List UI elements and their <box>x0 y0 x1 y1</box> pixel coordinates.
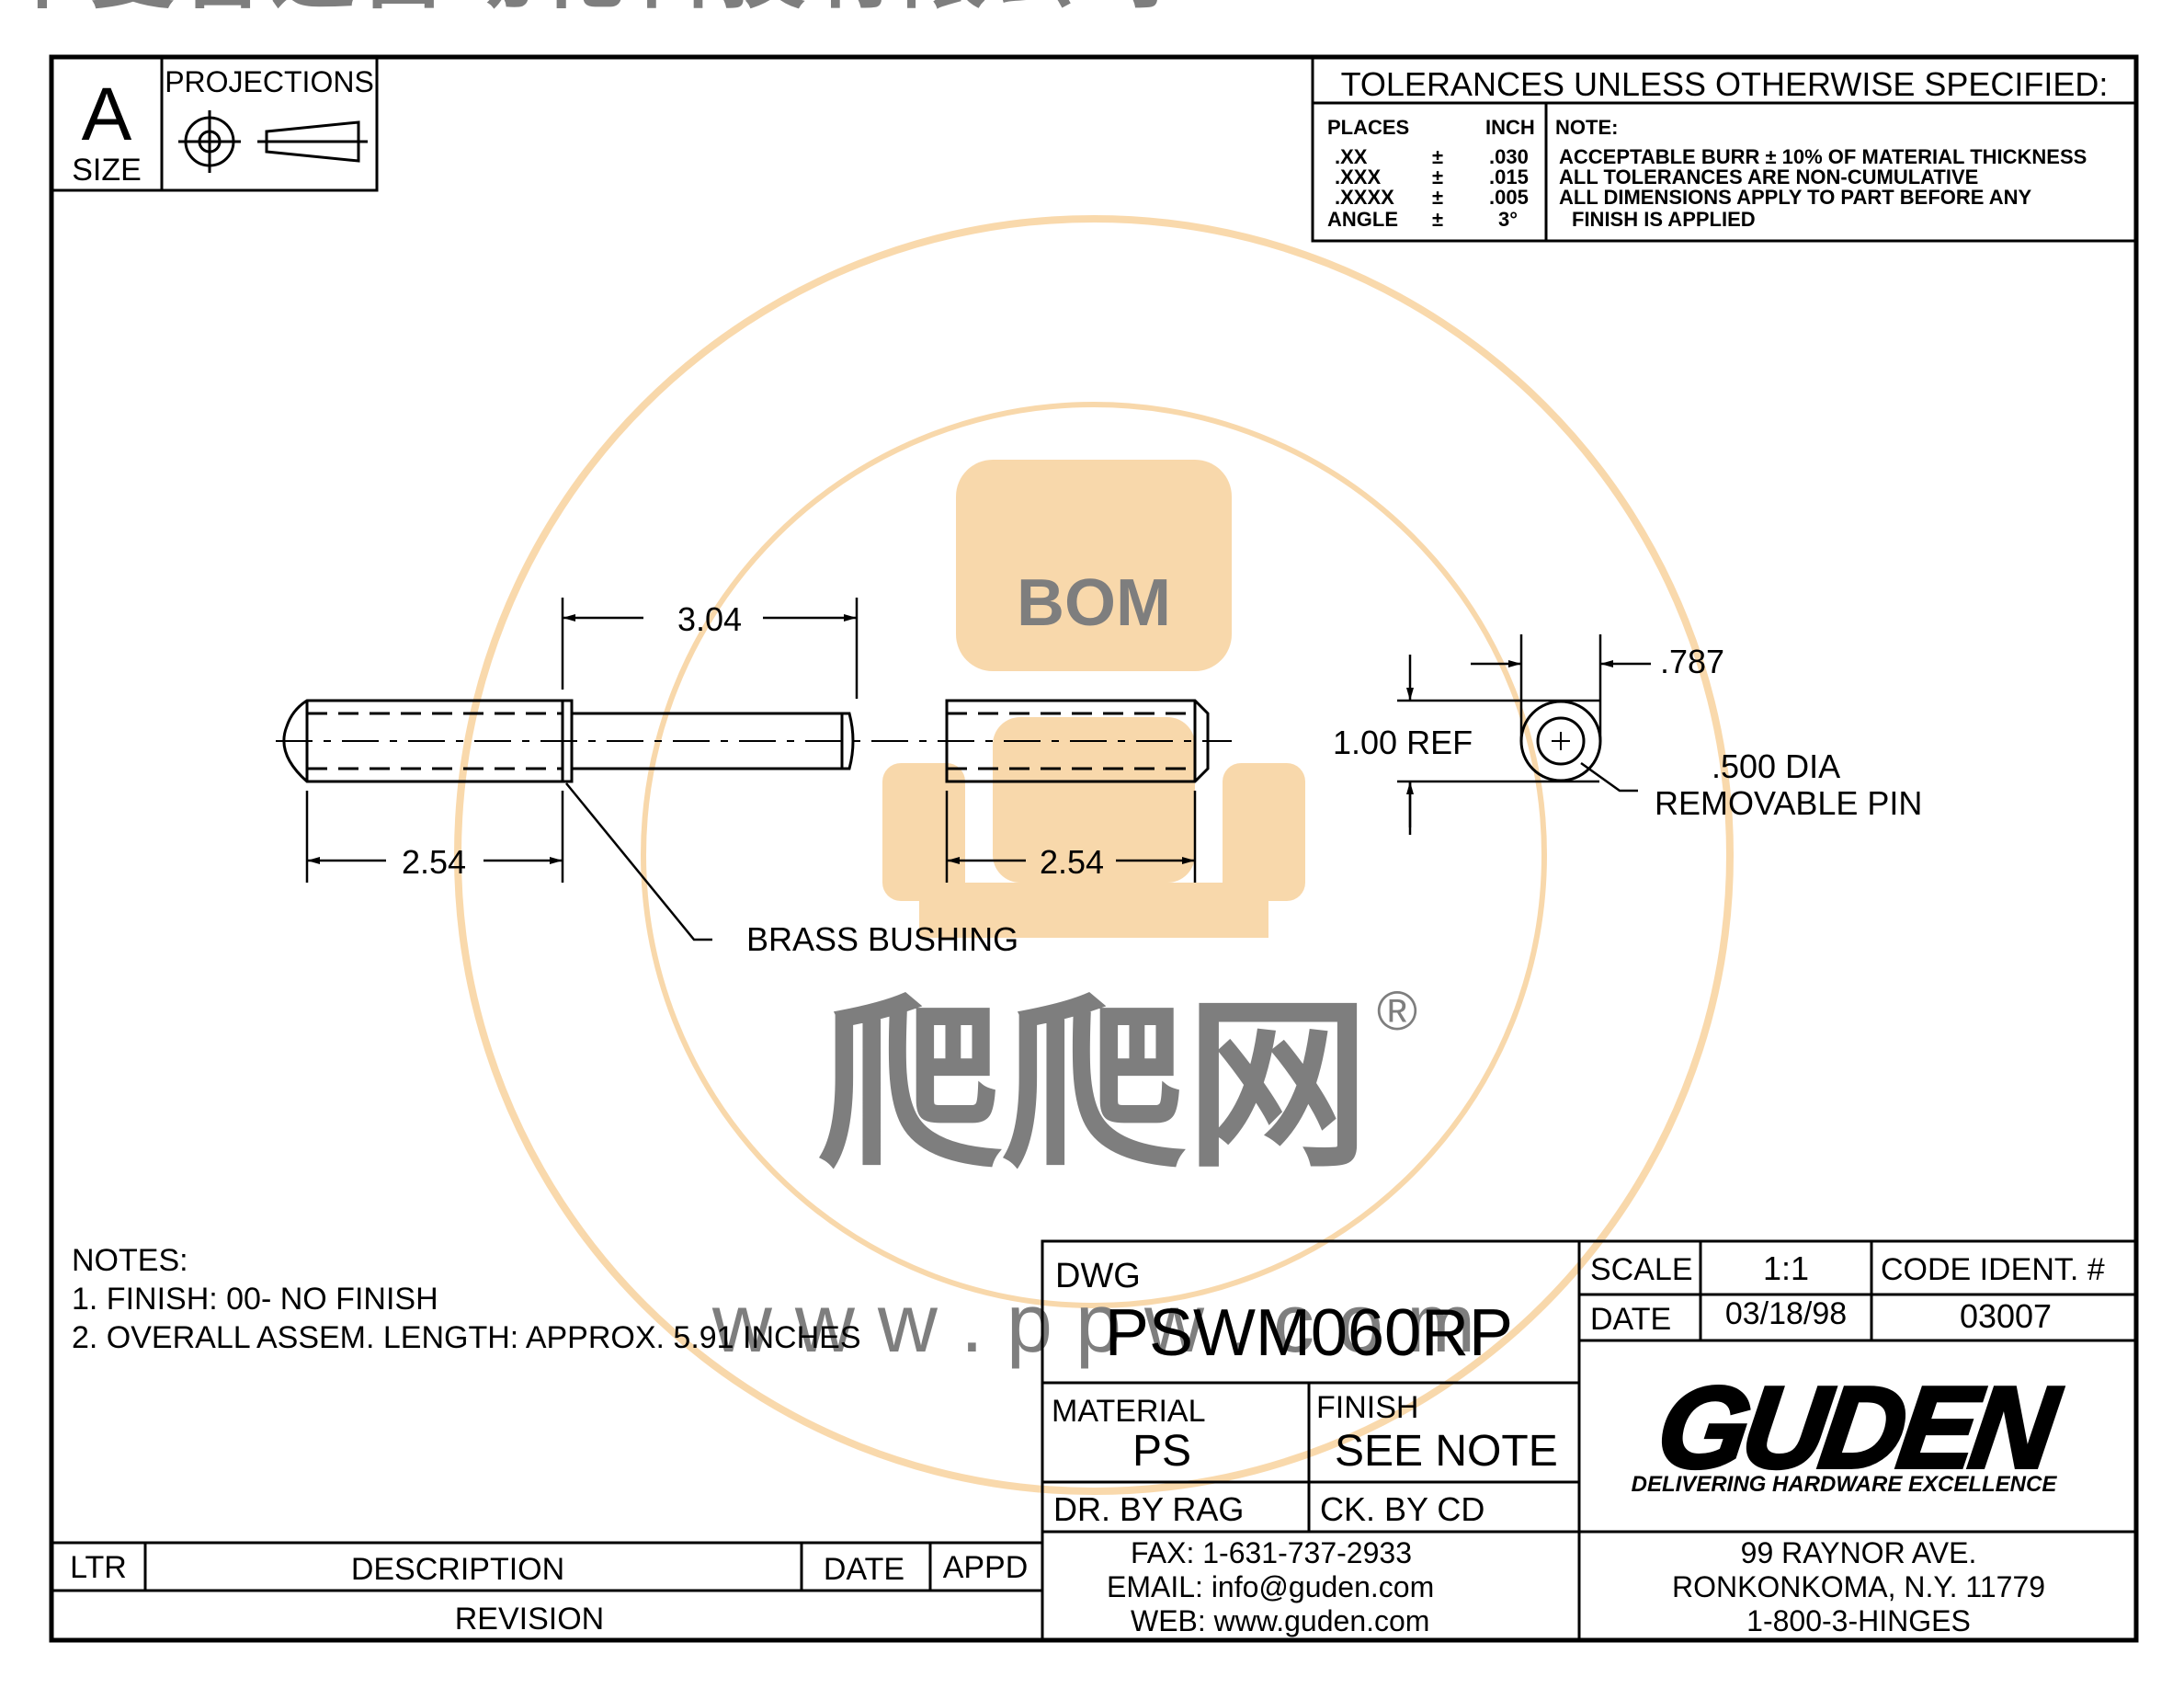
revision-ltr-header: LTR <box>70 1550 127 1585</box>
tol-note: ALL TOLERANCES ARE NON-CUMULATIVE <box>1559 165 1978 188</box>
left-length-dimension: 2.54 <box>402 843 466 881</box>
material-label: MATERIAL <box>1052 1394 1206 1429</box>
tol-value: .030 <box>1489 145 1529 168</box>
tol-note: ACCEPTABLE BURR ± 10% OF MATERIAL THICKN… <box>1559 145 2087 168</box>
pin-diameter-label: .500 DIA <box>1712 747 1840 785</box>
revision-appd-header: APPD <box>943 1550 1029 1585</box>
checked-by: CK. BY CD <box>1320 1490 1484 1528</box>
right-length-dimension: 2.54 <box>1040 843 1104 881</box>
address-line: RONKONKOMA, N.Y. 11779 <box>1672 1570 2045 1603</box>
dwg-label: DWG <box>1055 1257 1141 1295</box>
dwg-number: PSWM060RP <box>1105 1296 1513 1370</box>
watermark-bom: BOM <box>1017 566 1171 640</box>
size-block: A SIZE PROJECTIONS <box>50 55 379 192</box>
tol-value: .005 <box>1489 186 1529 209</box>
address-line: 99 RAYNOR AVE. <box>1741 1536 1977 1569</box>
title-block <box>1041 1239 2138 1642</box>
finish-label: FINISH <box>1316 1390 1418 1425</box>
tolerances-title: TOLERANCES UNLESS OTHERWISE SPECIFIED: <box>1341 65 2109 103</box>
watermark-company: 华曼智造自动化科技有限公司 <box>0 0 1171 18</box>
tol-pm: ± <box>1432 145 1443 168</box>
tol-note: FINISH IS APPLIED <box>1572 208 1756 231</box>
watermark-url: w w w . p p w . c o m <box>711 1278 1475 1370</box>
tolerances-block: TOLERANCES UNLESS OTHERWISE SPECIFIED: P… <box>1311 55 2138 243</box>
bom-robot-icon <box>882 460 1305 938</box>
third-angle-projection-icon <box>178 110 368 173</box>
part-end-view <box>1397 634 1651 835</box>
revision-block <box>50 1541 1044 1642</box>
notes-title: NOTES: <box>72 1243 188 1278</box>
ref-height-dimension: 1.00 REF <box>1333 724 1473 761</box>
note-item: 1. FINISH: 00- NO FINISH <box>72 1282 438 1317</box>
dimension-lines <box>305 598 1197 941</box>
tol-places: ANGLE <box>1327 208 1398 231</box>
code-ident-value: 03007 <box>1960 1297 2052 1335</box>
brass-bushing-callout: BRASS BUSHING <box>746 920 1018 958</box>
tol-value: 3° <box>1498 208 1518 231</box>
tol-note: ALL DIMENSIONS APPLY TO PART BEFORE ANY <box>1559 186 2032 209</box>
scale-value: 1:1 <box>1763 1249 1809 1287</box>
phone-line: 1-800-3-HINGES <box>1746 1604 1971 1637</box>
projections-label: PROJECTIONS <box>165 65 374 98</box>
tol-value: .015 <box>1489 165 1529 188</box>
watermark-brand: 爬爬网 <box>818 984 1370 1189</box>
tol-places: .XX <box>1335 145 1368 168</box>
guden-logo: GUDEN DELIVERING HARDWARE EXCELLENCE <box>1632 1361 2069 1497</box>
note-item: 2. OVERALL ASSEM. LENGTH: APPROX. 5.91 I… <box>72 1320 861 1355</box>
date-label: DATE <box>1590 1302 1671 1337</box>
watermark-registered: ® <box>1377 980 1417 1042</box>
size-letter: A <box>82 73 132 156</box>
note-header: NOTE: <box>1555 116 1618 139</box>
tol-places: .XXX <box>1335 165 1381 188</box>
fax-line: FAX: 1-631-737-2933 <box>1131 1536 1412 1569</box>
date-value: 03/18/98 <box>1725 1296 1847 1331</box>
revision-date-header: DATE <box>824 1552 904 1587</box>
end-width-dimension: .787 <box>1660 643 1724 680</box>
size-label: SIZE <box>72 153 142 188</box>
tol-pm: ± <box>1432 165 1443 188</box>
material-value: PS <box>1132 1427 1191 1476</box>
code-ident-label: CODE IDENT. # <box>1881 1252 2105 1287</box>
drawn-by: DR. BY RAG <box>1053 1490 1244 1528</box>
places-header: PLACES <box>1327 116 1409 139</box>
inch-header: INCH <box>1485 116 1535 139</box>
revision-description-header: DESCRIPTION <box>351 1552 564 1587</box>
guden-tagline: DELIVERING HARDWARE EXCELLENCE <box>1632 1472 2058 1497</box>
notes-block: NOTES: 1. FINISH: 00- NO FINISH 2. OVERA… <box>72 1243 861 1355</box>
guden-wordmark: GUDEN <box>1650 1363 2066 1492</box>
tol-pm: ± <box>1432 208 1443 231</box>
part-side-view <box>276 699 1232 783</box>
web-line: WEB: www.guden.com <box>1131 1604 1429 1637</box>
tol-places: .XXXX <box>1335 186 1394 209</box>
finish-value: SEE NOTE <box>1335 1427 1558 1476</box>
tol-pm: ± <box>1432 186 1443 209</box>
watermark: 华曼智造自动化科技有限公司 BOM 爬爬网 ® w w w . p p w . … <box>0 0 1734 1495</box>
revision-footer: REVISION <box>455 1602 604 1637</box>
removable-pin-label: REMOVABLE PIN <box>1655 784 1922 822</box>
pin-length-dimension: 3.04 <box>677 600 742 638</box>
scale-label: SCALE <box>1590 1252 1693 1287</box>
email-line: EMAIL: info@guden.com <box>1107 1570 1434 1603</box>
